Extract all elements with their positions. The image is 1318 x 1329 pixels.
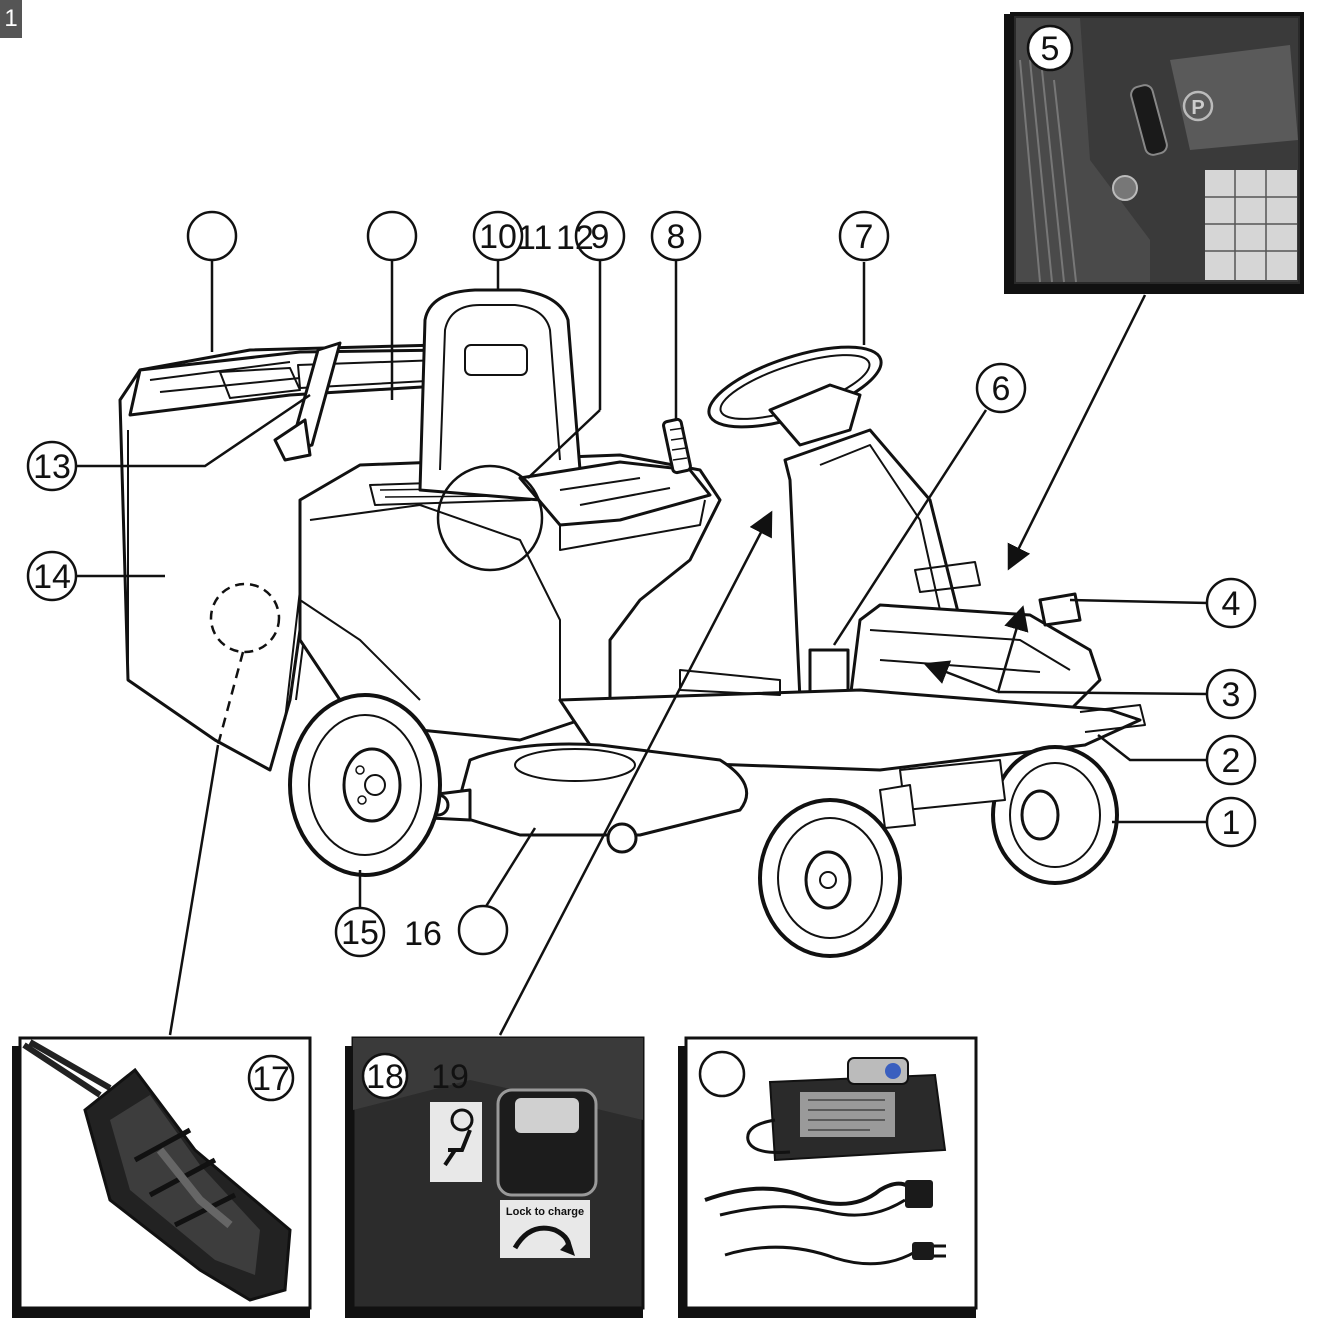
svg-text:3: 3 [1222,676,1241,714]
power-cord [704,1181,917,1206]
parking-sign-letter: P [1191,97,1204,119]
hidden-part-circle [209,582,281,654]
leader-18-19 [498,510,773,1036]
callout-1: 1 [1205,796,1257,848]
callout-blank-d-circle [698,1050,746,1098]
leader-4 [1069,598,1209,605]
callout-2: 2 [1205,734,1257,786]
lever [662,417,692,475]
callout-blank-c [457,904,509,956]
callout-9: 9 [574,210,626,262]
page-number-tag: 1 [0,0,22,38]
plug-icon [430,1102,482,1182]
svg-text:6: 6 [992,370,1011,408]
warning-sticker [1205,170,1297,280]
leader-lines [76,260,1209,1036]
leader-2 [1097,734,1208,762]
leader-9b [527,409,601,479]
seat [418,288,712,551]
callout-7: 7 [838,210,890,262]
callout-16: 16 [404,915,442,953]
inset-charge-socket: Lock to charge 18 19 [345,1036,645,1318]
callout-10: 10 [472,210,524,262]
seat-detail-circle [436,464,544,572]
front-right-wheel [879,745,1119,885]
lock-to-charge-text: Lock to charge [506,1206,584,1218]
svg-text:2: 2 [1222,742,1241,780]
callout-15: 15 [334,906,386,958]
svg-text:4: 4 [1222,585,1241,623]
mower-illustration [118,288,1146,958]
callout-5-circle [1026,24,1074,72]
callout-blank-b [366,210,418,262]
callout-8: 8 [650,210,702,262]
front-left-wheel [758,798,902,958]
callout-5: 5 [1041,30,1060,68]
leader-blank-c [483,827,537,909]
svg-text:7: 7 [855,218,874,256]
inset-deflector: 17 [12,1036,312,1318]
callout-17: 17 [252,1060,290,1098]
svg-text:14: 14 [33,558,71,596]
callout-19: 19 [431,1058,469,1096]
svg-text:1: 1 [1222,804,1241,842]
leader-17 [168,744,220,1036]
callout-18: 18 [366,1058,404,1096]
callout-13: 13 [26,440,78,492]
svg-text:9: 9 [591,218,610,256]
callout-11: 11 [517,219,552,257]
callout-14: 14 [26,550,78,602]
callout-18-circle [361,1052,409,1100]
leader-3 [997,690,1209,696]
rear-wheel [288,693,442,877]
callouts: 10 11 12 9 8 7 6 4 3 2 1 13 14 15 16 [26,210,1257,958]
inset-parking-brake: P 5 [1004,12,1304,294]
svg-text:10: 10 [479,218,517,256]
leader-6 [832,409,988,646]
leader-3-arrow [996,605,1029,693]
svg-text:13: 13 [33,448,71,486]
eu-cord [724,1245,916,1266]
callout-blank-a [186,210,238,262]
bag-handle [273,341,342,462]
inset-battery-charger [678,1036,978,1318]
callout-17-circle [247,1054,295,1102]
svg-text:15: 15 [341,914,379,952]
leader-3-arrow-b [923,660,999,694]
leader-5 [1007,294,1147,571]
leader-13 [76,393,311,468]
parking-p-icon [1182,90,1214,122]
svg-text:8: 8 [667,218,686,256]
eu-plug [912,1242,934,1260]
mower-deck [426,742,749,854]
callout-3: 3 [1205,668,1257,720]
callout-4: 4 [1205,577,1257,629]
callout-6: 6 [975,362,1027,414]
uk-plug [905,1180,933,1208]
